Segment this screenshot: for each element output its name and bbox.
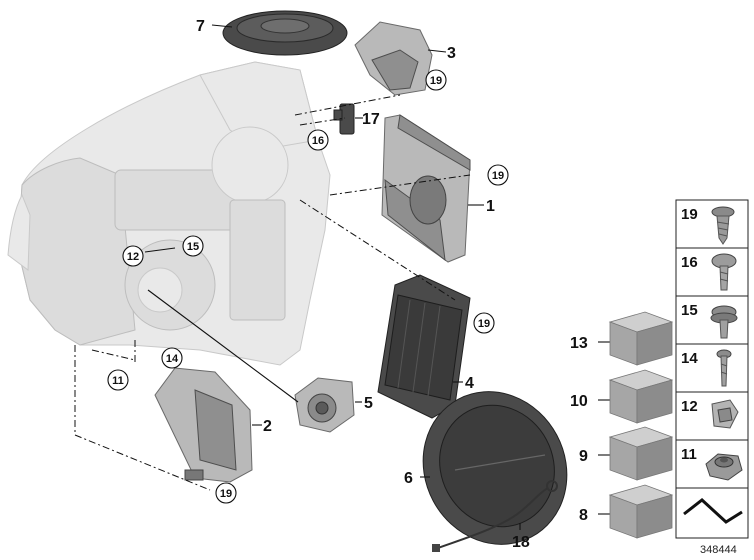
svg-text:16: 16 bbox=[312, 135, 324, 147]
part-3-bracket bbox=[354, 21, 433, 96]
svg-text:11: 11 bbox=[112, 375, 124, 387]
part-1-control-unit bbox=[381, 114, 471, 263]
callout-7: 7 bbox=[196, 18, 205, 35]
part-8-box bbox=[608, 484, 674, 539]
panel-frame bbox=[675, 199, 749, 539]
part-17-connector bbox=[333, 103, 355, 135]
callout-6: 6 bbox=[404, 470, 413, 487]
callout-18: 18 bbox=[512, 534, 530, 551]
circled-callout-19-d: 19 bbox=[215, 482, 237, 504]
callout-9: 9 bbox=[579, 448, 588, 465]
panel-num-15: 15 bbox=[681, 302, 698, 319]
part-13-box bbox=[608, 311, 674, 366]
svg-text:19: 19 bbox=[492, 170, 504, 182]
diagram-reference-id: 348444 bbox=[700, 544, 737, 556]
flange-screw-icon bbox=[710, 305, 738, 339]
callout-8: 8 bbox=[579, 507, 588, 524]
panel-num-19: 19 bbox=[681, 206, 698, 223]
callout-3: 3 bbox=[447, 45, 456, 62]
callout-5: 5 bbox=[364, 395, 373, 412]
spring-nut-icon bbox=[711, 399, 739, 429]
svg-text:19: 19 bbox=[220, 488, 232, 500]
part-18-cable bbox=[432, 480, 558, 552]
circled-callout-19-c: 19 bbox=[473, 312, 495, 334]
part-10-box bbox=[608, 369, 674, 424]
round-head-screw-icon bbox=[711, 253, 737, 291]
clip-nut-icon bbox=[705, 453, 743, 481]
svg-text:15: 15 bbox=[187, 241, 199, 253]
svg-text:14: 14 bbox=[166, 353, 179, 365]
circled-callout-12: 12 bbox=[122, 245, 144, 267]
callout-2: 2 bbox=[263, 418, 272, 435]
circled-callout-19-b: 19 bbox=[487, 164, 509, 186]
part-6-round-cover bbox=[422, 391, 568, 545]
part-9-box bbox=[608, 426, 674, 481]
callout-10: 10 bbox=[570, 393, 588, 410]
callout-1: 1 bbox=[486, 198, 495, 215]
callout-13: 13 bbox=[570, 335, 588, 352]
part-2-lower-housing bbox=[154, 367, 253, 483]
svg-text:19: 19 bbox=[430, 75, 442, 87]
panel-num-11: 11 bbox=[681, 446, 697, 463]
panel-num-14: 14 bbox=[681, 350, 698, 367]
circled-callout-15: 15 bbox=[182, 235, 204, 257]
long-screw-icon bbox=[716, 349, 732, 387]
panel-num-12: 12 bbox=[681, 398, 698, 415]
part-5-fan bbox=[294, 377, 355, 433]
callout-17: 17 bbox=[362, 111, 380, 128]
zigzag-symbol-icon bbox=[683, 498, 743, 524]
circled-callouts: 19 16 19 12 15 19 14 11 bbox=[107, 69, 509, 504]
circled-callout-19-a: 19 bbox=[425, 69, 447, 91]
fastener-panel: 19 16 15 14 bbox=[675, 199, 749, 539]
svg-text:12: 12 bbox=[127, 251, 139, 263]
headlight-housing-ghost bbox=[7, 61, 331, 366]
svg-text:19: 19 bbox=[478, 318, 490, 330]
torx-screw-icon bbox=[711, 206, 735, 245]
circled-callout-11: 11 bbox=[107, 369, 129, 391]
callout-4: 4 bbox=[465, 375, 474, 392]
assembly-lines bbox=[74, 94, 471, 491]
number-callouts: 7 3 17 1 2 5 4 6 18 13 10 9 8 bbox=[196, 18, 588, 551]
part-4-cooling-module bbox=[377, 274, 471, 419]
panel-num-16: 16 bbox=[681, 254, 698, 271]
circled-callout-16: 16 bbox=[307, 129, 329, 151]
circled-callout-14: 14 bbox=[161, 347, 183, 369]
leader-lines bbox=[144, 24, 610, 530]
part-7-cover-cap bbox=[222, 10, 348, 56]
